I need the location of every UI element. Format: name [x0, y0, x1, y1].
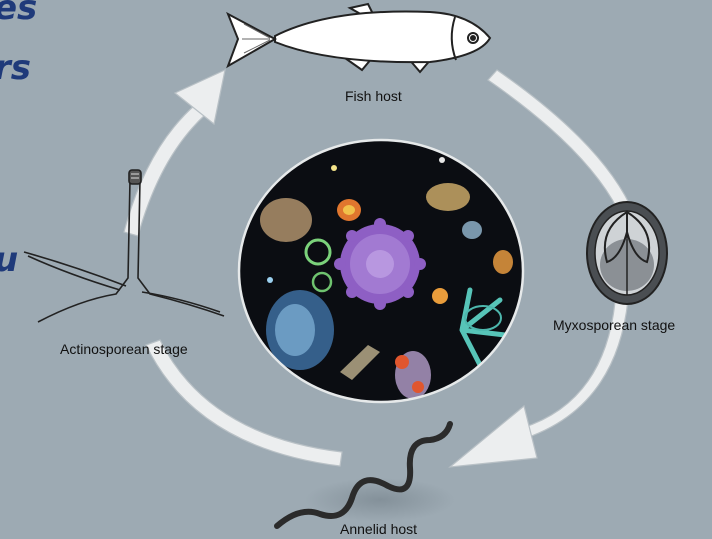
- annelid-host-label: Annelid host: [340, 521, 417, 537]
- fish-host-label: Fish host: [345, 88, 402, 104]
- fish-outline-icon: [228, 4, 490, 72]
- triradiate-spore-icon: [24, 170, 224, 322]
- arrow-fish-to-myxo: [488, 70, 630, 210]
- myxospore-capsule-icon: [587, 202, 667, 304]
- actinosporean-stage-label: Actinosporean stage: [60, 341, 188, 357]
- plankton-micrograph-image: [239, 140, 523, 402]
- myxosporean-stage-label: Myxosporean stage: [553, 317, 675, 333]
